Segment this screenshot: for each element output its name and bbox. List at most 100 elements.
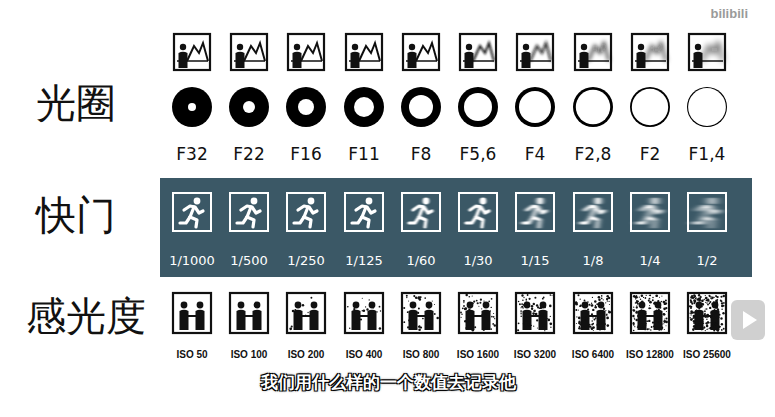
holding-hands (417, 315, 425, 317)
noise-dot (700, 319, 702, 321)
person-head (197, 302, 204, 309)
noise-dot (587, 301, 589, 303)
person-head (426, 302, 433, 309)
noise-dot (719, 314, 721, 316)
shutter-speed: 1/60 (406, 254, 435, 268)
noise-dot (637, 315, 639, 317)
noise-dot (658, 321, 660, 323)
icon-frame (574, 293, 612, 333)
icon-frame (173, 193, 211, 231)
noise-dot (372, 307, 374, 309)
runner-leg (523, 217, 533, 223)
noise-dot (493, 313, 494, 314)
noise-dot (525, 320, 527, 322)
noise-dot (710, 312, 711, 313)
runner-leg (591, 217, 598, 227)
noise-dot (703, 299, 705, 301)
runner-leg (304, 217, 311, 227)
noise-dot (483, 300, 484, 301)
runner-leg (294, 217, 304, 223)
noise-dot (473, 301, 475, 303)
noise-dot (641, 300, 644, 303)
noise-dot (595, 305, 596, 306)
noise-dot (636, 305, 637, 306)
noise-dot (403, 321, 405, 323)
person-body (580, 52, 589, 68)
noise-dot (531, 325, 532, 326)
noise-dot (521, 303, 523, 305)
mountain-line (244, 43, 265, 61)
noise-dot (711, 325, 712, 326)
noise-dot (711, 296, 712, 297)
noise-dot (695, 310, 696, 311)
noise-dot (302, 304, 304, 306)
noise-dot (604, 328, 606, 330)
icon-frame (230, 193, 268, 231)
person-body (237, 310, 246, 330)
noise-dot (603, 322, 604, 323)
noise-dot (703, 326, 705, 328)
noise-dot (463, 305, 465, 307)
noise-dot (592, 297, 593, 298)
noise-dot (706, 302, 707, 303)
noise-dot (418, 308, 420, 310)
noise-dot (578, 310, 579, 311)
noise-dot (434, 313, 436, 315)
play-triangle (743, 311, 757, 329)
runner-torso (648, 207, 652, 217)
noise-dot (424, 297, 426, 299)
person-body (695, 310, 704, 330)
noise-dot (721, 302, 723, 304)
noise-dot (536, 319, 538, 321)
noise-dot (663, 323, 664, 324)
noise-dot (716, 296, 718, 298)
person-body (196, 310, 205, 330)
noise-dot (706, 318, 707, 319)
noise-dot (521, 312, 522, 313)
noise-dot (714, 297, 715, 298)
noise-dot (584, 317, 585, 318)
noise-dot (523, 319, 525, 321)
noise-dot (544, 319, 545, 320)
noise-dot (376, 311, 377, 312)
noise-dot (527, 294, 529, 296)
noise-dot (353, 308, 355, 310)
noise-dot (591, 323, 593, 325)
noise-dot (715, 302, 718, 305)
noise-dot (490, 328, 492, 330)
noise-dot (649, 305, 650, 306)
holding-hands (474, 315, 482, 317)
noise-dot (695, 325, 697, 327)
person-body (351, 52, 360, 68)
noise-dot (597, 328, 598, 329)
dof-icon (689, 34, 725, 70)
mountain-line (416, 43, 437, 61)
noise-dot (518, 301, 520, 303)
iso-value: ISO 25600 (683, 349, 731, 360)
person-body (236, 52, 245, 68)
noise-dot (659, 307, 661, 309)
noise-dot (597, 318, 598, 319)
person-body (597, 310, 606, 330)
noise-dot (665, 317, 667, 319)
noise-dot (707, 322, 709, 324)
noise-dot (541, 314, 543, 316)
mountain (359, 43, 380, 61)
noise-dot (633, 324, 635, 326)
runner-arms (356, 206, 375, 213)
noise-dot (547, 318, 548, 319)
noise-dot (709, 303, 711, 305)
noise-dot (600, 330, 601, 331)
noise-dot (575, 309, 577, 311)
person-head (712, 302, 719, 309)
noise-dot (465, 327, 467, 329)
noise-dot (695, 325, 697, 327)
icon-frame (345, 293, 383, 333)
person-head (254, 302, 261, 309)
noise-dot (481, 308, 482, 309)
noise-dot (661, 296, 662, 297)
noise-dot (415, 297, 418, 300)
running-man (523, 198, 546, 227)
noise-dot (659, 322, 660, 323)
person-body (180, 310, 189, 330)
